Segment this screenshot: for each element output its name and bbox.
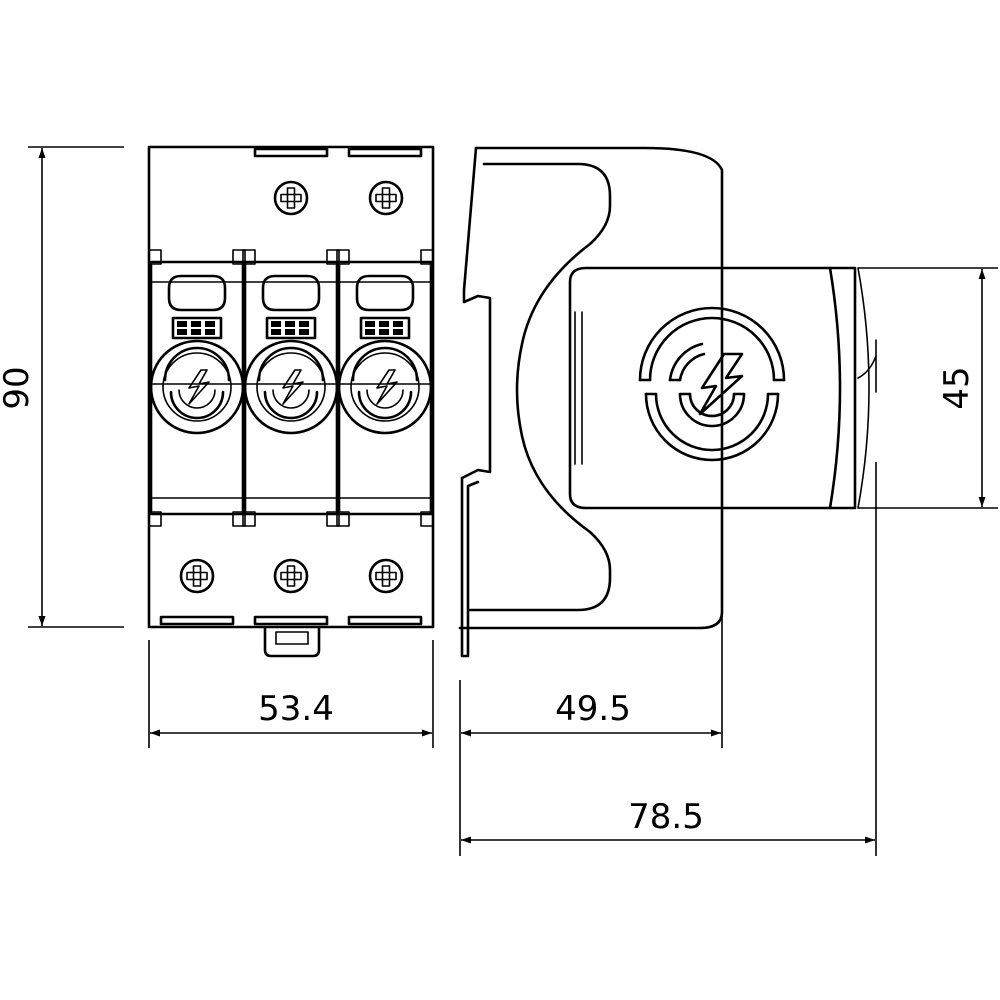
dim-width-front: 53.4 — [258, 689, 334, 729]
front-housing-outline — [147, 145, 435, 629]
pole-module — [335, 248, 435, 528]
screw-icon — [179, 558, 215, 594]
dimension-lines — [28, 146, 998, 856]
pole-module — [241, 248, 341, 528]
front-view — [147, 145, 435, 658]
dim-depth-base: 49.5 — [555, 689, 631, 729]
side-view — [458, 146, 877, 658]
screw-icon — [368, 180, 404, 216]
screw-icon — [273, 180, 309, 216]
dim-height-total: 90 — [0, 366, 37, 409]
lightning-symbol-icon — [638, 306, 786, 462]
dim-height-cover: 45 — [937, 366, 977, 409]
screw-icon — [368, 558, 404, 594]
dimension-labels: 90 53.4 49.5 78.5 45 — [0, 366, 977, 837]
screw-icon — [273, 558, 309, 594]
pole-module — [147, 248, 247, 528]
din-release-tab — [263, 625, 321, 658]
plug-in-module — [568, 266, 857, 510]
dim-depth-total: 78.5 — [628, 797, 704, 837]
side-housing-outline — [458, 146, 724, 630]
